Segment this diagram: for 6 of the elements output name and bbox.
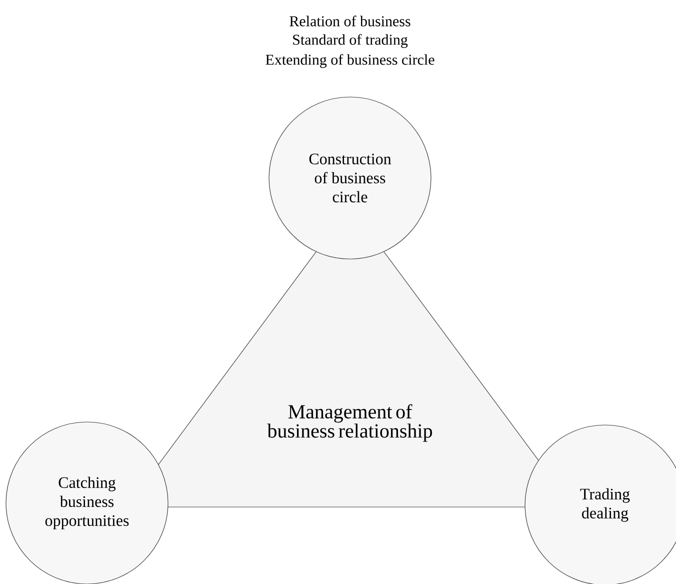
annotation-text: Relation of business [290,16,410,26]
annotation-text: Extending of business circle [266,54,434,68]
circle-node: Trading dealing [524,424,676,584]
annotation-text: Standard of trading [293,34,408,48]
circle-node: Catching business opportunities [6,422,168,584]
circle-node: Construction of business circle [268,96,432,260]
